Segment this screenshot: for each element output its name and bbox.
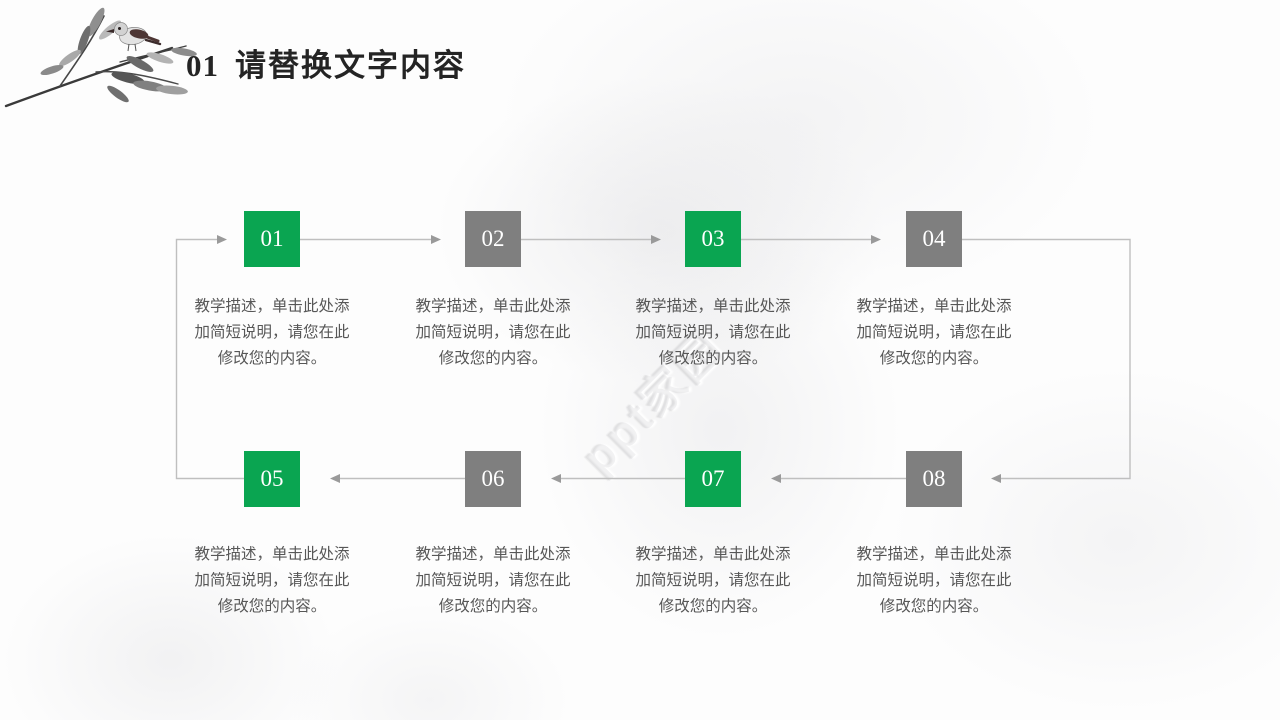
- desc-line: 修改您的内容。: [879, 598, 989, 615]
- desc-line: 教学描述，单击此处添: [635, 546, 791, 563]
- desc-line: 教学描述，单击此处添: [415, 546, 571, 563]
- step-description-03[interactable]: 教学描述，单击此处添 加简短说明，请您在此 修改您的内容。: [611, 294, 815, 372]
- step-description-06[interactable]: 教学描述，单击此处添 加简短说明，请您在此 修改您的内容。: [391, 542, 595, 620]
- step-description-05[interactable]: 教学描述，单击此处添 加简短说明，请您在此 修改您的内容。: [170, 542, 374, 620]
- desc-line: 教学描述，单击此处添: [194, 298, 350, 315]
- desc-line: 教学描述，单击此处添: [194, 546, 350, 563]
- step-description-08[interactable]: 教学描述，单击此处添 加简短说明，请您在此 修改您的内容。: [832, 542, 1036, 620]
- step-box-02[interactable]: 02: [465, 211, 521, 267]
- desc-line: 教学描述，单击此处添: [856, 298, 1012, 315]
- bird-icon: [106, 22, 162, 52]
- desc-line: 教学描述，单击此处添: [856, 546, 1012, 563]
- step-box-05[interactable]: 05: [244, 451, 300, 507]
- step-box-03[interactable]: 03: [685, 211, 741, 267]
- step-box-04[interactable]: 04: [906, 211, 962, 267]
- desc-line: 加简短说明，请您在此: [635, 572, 791, 589]
- desc-line: 教学描述，单击此处添: [635, 298, 791, 315]
- desc-line: 加简短说明，请您在此: [856, 572, 1012, 589]
- step-box-06[interactable]: 06: [465, 451, 521, 507]
- desc-line: 教学描述，单击此处添: [415, 298, 571, 315]
- section-title-text: 请替换文字内容: [235, 48, 466, 83]
- desc-line: 修改您的内容。: [217, 350, 327, 367]
- step-description-07[interactable]: 教学描述，单击此处添 加简短说明，请您在此 修改您的内容。: [611, 542, 815, 620]
- step-box-07[interactable]: 07: [685, 451, 741, 507]
- step-description-02[interactable]: 教学描述，单击此处添 加简短说明，请您在此 修改您的内容。: [391, 294, 595, 372]
- desc-line: 加简短说明，请您在此: [194, 324, 350, 341]
- desc-line: 加简短说明，请您在此: [415, 572, 571, 589]
- desc-line: 修改您的内容。: [658, 598, 768, 615]
- desc-line: 修改您的内容。: [438, 598, 548, 615]
- desc-line: 修改您的内容。: [658, 350, 768, 367]
- desc-line: 加简短说明，请您在此: [635, 324, 791, 341]
- section-number: 01: [186, 48, 219, 83]
- branch-bird-illustration: [4, 7, 197, 108]
- desc-line: 加简短说明，请您在此: [194, 572, 350, 589]
- step-box-08[interactable]: 08: [906, 451, 962, 507]
- desc-line: 修改您的内容。: [879, 350, 989, 367]
- watermark: ppt家园: [570, 320, 734, 484]
- step-box-01[interactable]: 01: [244, 211, 300, 267]
- desc-line: 加简短说明，请您在此: [415, 324, 571, 341]
- desc-line: 修改您的内容。: [438, 350, 548, 367]
- step-description-01[interactable]: 教学描述，单击此处添 加简短说明，请您在此 修改您的内容。: [170, 294, 374, 372]
- branch-icon: [4, 7, 197, 108]
- desc-line: 修改您的内容。: [217, 598, 327, 615]
- step-description-04[interactable]: 教学描述，单击此处添 加简短说明，请您在此 修改您的内容。: [832, 294, 1036, 372]
- desc-line: 加简短说明，请您在此: [856, 324, 1012, 341]
- slide-title[interactable]: 01 请替换文字内容: [186, 40, 466, 85]
